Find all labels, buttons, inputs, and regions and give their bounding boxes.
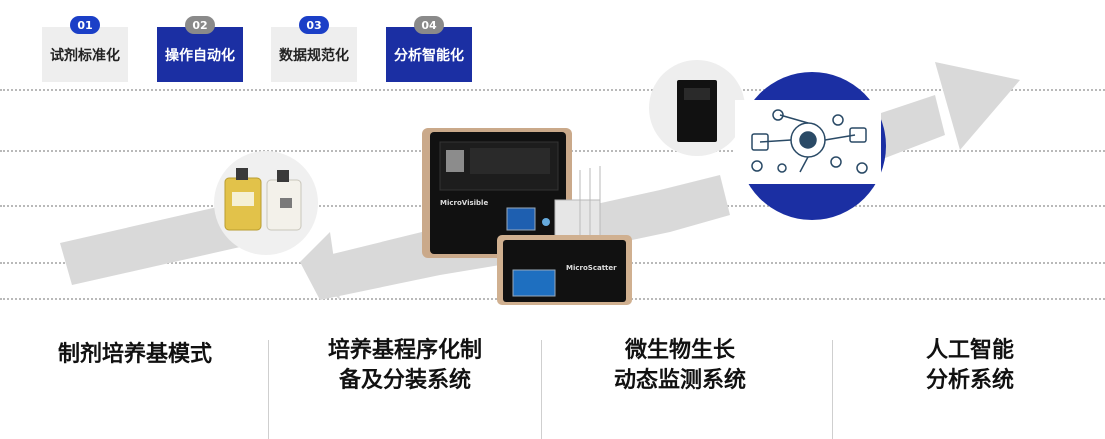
step-label: 数据规范化 [279,47,349,64]
caption-line-2: 动态监测系统 [613,368,746,393]
caption-preparation-system: 培养基程序化制 备及分装系统 [280,336,530,396]
caption-line-1: 制剂培养基模式 [57,342,212,367]
column-divider [541,340,542,439]
step-number-badge: 02 [185,16,215,34]
caption-line-1: 培养基程序化制 [327,338,482,363]
reagent-bag-yellow-icon [224,168,262,231]
column-divider [268,340,269,439]
ai-network-icon [751,109,868,174]
step-tab-2: 02 操作自动化 [157,16,243,82]
caption-line-2: 分析系统 [925,368,1014,393]
dotted-guide-line [0,89,1105,91]
step-label: 试剂标准化 [50,47,120,64]
step-tabs: 01 试剂标准化 02 操作自动化 03 数据规范化 04 分析智能化 [0,0,1105,90]
reagent-bag-white-icon [266,170,302,231]
caption-line-1: 微生物生长 [624,338,735,363]
caption-formulation: 制剂培养基模式 [10,340,260,370]
caption-monitoring-system: 微生物生长 动态监测系统 [555,336,805,396]
step-tab-1: 01 试剂标准化 [42,16,128,82]
column-divider [832,340,833,439]
microscatter-instrument [497,235,632,305]
caption-line-2: 备及分装系统 [338,368,471,393]
step-tab-4: 04 分析智能化 [386,16,472,82]
step-number-badge: 01 [70,16,100,34]
analyzer-device-icon [677,80,717,142]
step-number-badge: 04 [414,16,444,34]
step-number-badge: 03 [299,16,329,34]
caption-line-1: 人工智能 [925,338,1014,363]
step-label: 操作自动化 [165,47,235,64]
microvisible-instrument [422,128,572,258]
microvisible-label: MicroVisible [440,199,488,207]
step-tab-3: 03 数据规范化 [271,16,357,82]
step-label: 分析智能化 [394,47,464,64]
caption-ai-system: 人工智能 分析系统 [845,336,1095,396]
microscatter-label: MicroScatter [566,264,617,272]
